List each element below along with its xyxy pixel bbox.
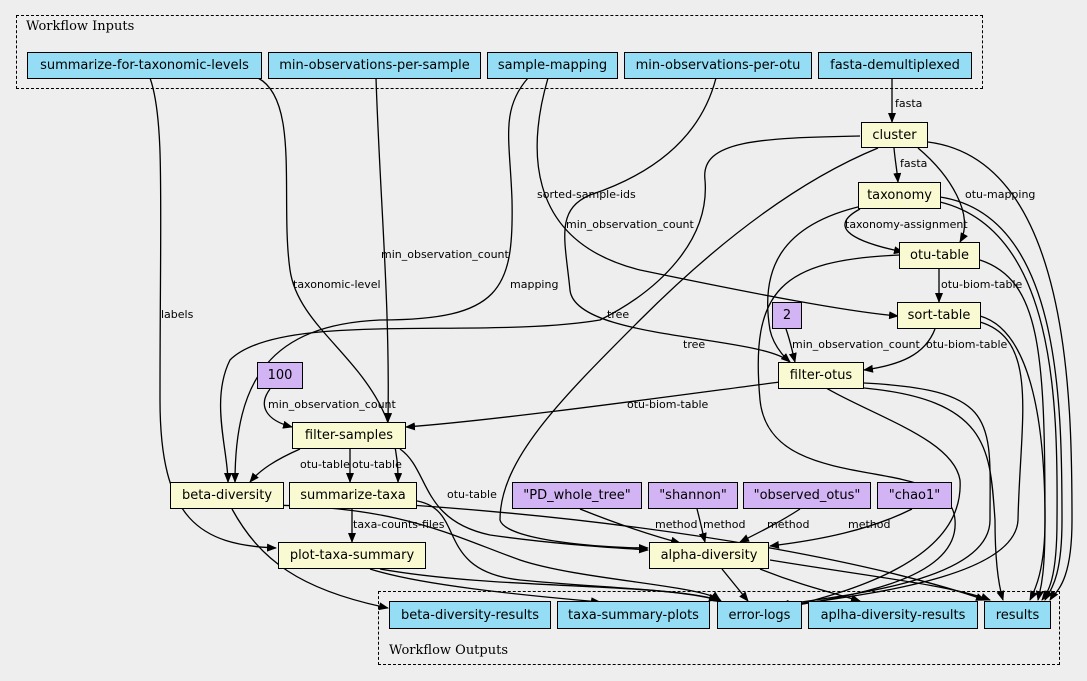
edge-observed-alpha xyxy=(739,508,801,543)
edge-filterotus-results xyxy=(863,387,1005,601)
edge-label-method: method xyxy=(655,518,698,531)
value-shannon[interactable]: "shannon" xyxy=(648,482,738,509)
edge-pd-alpha xyxy=(579,508,681,545)
value-observed-otus[interactable]: "observed_otus" xyxy=(743,482,871,509)
edge-taxonomy-errorlogs xyxy=(766,205,961,611)
edge-taxonomy-results-1 xyxy=(939,196,1063,601)
input-min-observations-per-sample[interactable]: min-observations-per-sample xyxy=(268,52,481,79)
step-filter-otus[interactable]: filter-otus xyxy=(778,362,864,389)
edge-filtersamples-beta xyxy=(249,448,301,483)
edge-taxonomy-results-2 xyxy=(939,201,1058,601)
step-taxonomy[interactable]: taxonomy xyxy=(858,182,941,209)
edge-label-otu-biom-table: otu-biom-table xyxy=(941,278,1023,291)
edge-label-otu-mapping: otu-mapping xyxy=(965,188,1036,201)
edge-beta-errorlogs xyxy=(257,504,721,601)
edge-minsample-filtersamples xyxy=(375,77,393,423)
output-beta-diversity-results[interactable]: beta-diversity-results xyxy=(389,601,551,629)
edge-label-fasta: fasta xyxy=(900,157,928,170)
edge-label-tree: tree xyxy=(683,338,706,351)
edge-cluster-alpha xyxy=(499,147,879,552)
edge-alpha-errorlogs xyxy=(721,568,749,602)
input-sample-mapping[interactable]: sample-mapping xyxy=(487,52,618,79)
workflow-outputs-label: Workflow Outputs xyxy=(389,643,508,658)
edge-label-otu-biom-table: otu-biom-table xyxy=(926,338,1008,351)
edge-label-method: method xyxy=(703,518,746,531)
edge-label-fasta: fasta xyxy=(895,97,923,110)
step-sort-table[interactable]: sort-table xyxy=(897,302,981,329)
output-results[interactable]: results xyxy=(984,601,1051,629)
edge-summarizetaxa-results xyxy=(409,504,986,601)
step-plot-taxa-summary[interactable]: plot-taxa-summary xyxy=(278,542,426,569)
value-chao1[interactable]: "chao1" xyxy=(877,482,952,509)
edge-alpha-alpharesults xyxy=(759,568,861,603)
edge-cluster-taxonomy xyxy=(893,147,902,183)
edge-beta-betaresults xyxy=(231,508,389,611)
output-alpha-diversity-results[interactable]: aplha-diversity-results xyxy=(808,601,978,629)
edge-cluster-results xyxy=(927,141,1073,601)
edge-minotu-filterotus xyxy=(564,77,791,363)
step-beta-diversity[interactable]: beta-diversity xyxy=(170,482,284,509)
workflow-inputs-label: Workflow Inputs xyxy=(26,19,135,34)
input-min-observations-per-otu[interactable]: min-observations-per-otu xyxy=(624,52,812,79)
edge-label-taxonomy-assignment: taxonomy-assignment xyxy=(845,218,968,231)
edge-label-min-observation-count: min_observation_count xyxy=(566,218,694,231)
input-summarize-for-taxonomic-levels[interactable]: summarize-for-taxonomic-levels xyxy=(27,52,262,79)
edge-label-otu-biom-table: otu-biom-table xyxy=(627,398,709,411)
edge-two-filterotus xyxy=(785,328,797,363)
edge-chao1-alpha xyxy=(769,508,913,549)
step-summarize-taxa[interactable]: summarize-taxa xyxy=(289,482,417,509)
edge-mapping-sorttable xyxy=(536,77,899,320)
edge-sorttable-filterotus xyxy=(863,328,936,373)
edge-levels-summarizetaxa xyxy=(257,77,403,483)
edge-otutable-errorlogs xyxy=(757,254,956,611)
step-filter-samples[interactable]: filter-samples xyxy=(292,422,406,449)
edge-otutable-results xyxy=(979,259,1046,601)
workflow-inputs-cluster: Workflow Inputs xyxy=(16,15,983,89)
edge-hundred-filtersamples xyxy=(263,388,293,429)
edge-label-tree: tree xyxy=(607,308,630,321)
input-fasta-demultiplexed[interactable]: fasta-demultiplexed xyxy=(818,52,972,79)
edge-label-taxa-counts-files: taxa-counts-files xyxy=(353,518,445,531)
edge-shannon-alpha xyxy=(696,508,707,543)
output-error-logs[interactable]: error-logs xyxy=(717,601,802,629)
edge-label-otu-table: otu-table xyxy=(300,458,350,471)
edge-label-labels: labels xyxy=(161,308,194,321)
edge-plot-taxaplots xyxy=(369,568,601,606)
edge-label-min-observation-count: min_observation_count xyxy=(268,398,396,411)
step-alpha-diversity[interactable]: alpha-diversity xyxy=(649,542,769,569)
value-pd-whole-tree[interactable]: "PD_whole_tree" xyxy=(512,482,642,509)
edge-label-otu-table: otu-table xyxy=(447,488,497,501)
edge-sorttable-errorlogs xyxy=(779,321,1024,610)
edge-label-method: method xyxy=(767,518,810,531)
value-100[interactable]: 100 xyxy=(257,362,303,389)
edge-label-min-observation-count: min_observation_count xyxy=(381,248,509,261)
edge-taxonomy-otutable xyxy=(844,208,904,255)
edge-label-min-observation-count: min_observation_count xyxy=(792,338,920,351)
edge-cluster-otutable xyxy=(917,147,968,243)
output-taxa-summary-plots[interactable]: taxa-summary-plots xyxy=(557,601,710,629)
workflow-outputs-cluster: Workflow Outputs xyxy=(378,591,1060,665)
edge-cluster-beta xyxy=(219,135,861,483)
edge-alpha-results xyxy=(769,559,991,601)
value-2[interactable]: 2 xyxy=(772,302,802,329)
edge-label-otu-table: otu-table xyxy=(352,458,402,471)
step-otu-table[interactable]: otu-table xyxy=(899,242,980,269)
edge-levels-plot xyxy=(149,77,277,552)
edge-label-sorted-sample-ids: sorted-sample-ids xyxy=(537,188,636,201)
step-cluster[interactable]: cluster xyxy=(861,122,928,148)
edge-label-mapping: mapping xyxy=(510,278,559,291)
edge-label-taxonomic-level: taxonomic-level xyxy=(293,278,381,291)
edge-label-method: method xyxy=(848,518,891,531)
edge-filterotus-filtersamples xyxy=(405,381,781,431)
edge-summarizetaxa-errorlogs xyxy=(409,499,723,603)
